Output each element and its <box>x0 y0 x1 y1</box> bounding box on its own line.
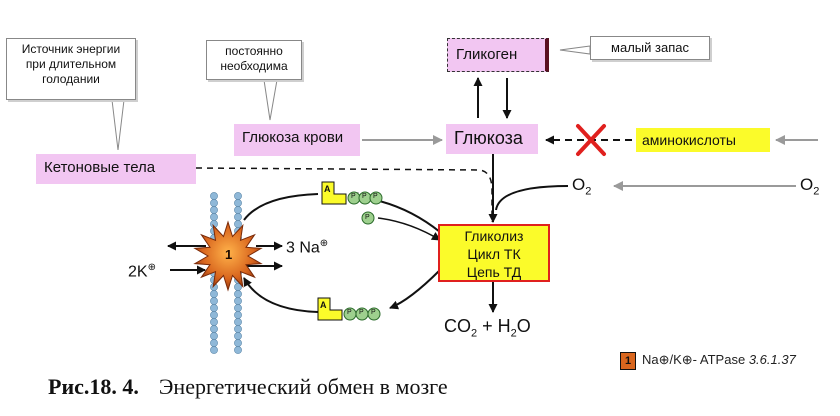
membrane-bead <box>210 346 218 354</box>
atp-bottom-p3: P <box>371 309 376 316</box>
atp-top-p1: P <box>351 193 356 200</box>
glucose-node: Глюкоза <box>446 124 538 154</box>
arrow-atp-to-pump <box>243 277 319 313</box>
membrane-bead <box>234 304 242 312</box>
arrow-adp-return <box>377 217 441 241</box>
callout-energy-source: Источник энергии при длительном голодани… <box>6 38 136 100</box>
membrane-bead <box>234 213 242 221</box>
membrane-bead <box>234 297 242 305</box>
atp-molecule-top <box>321 181 383 205</box>
callout-pointer-energy <box>111 99 125 151</box>
respiratory-chain-label: Цепь ТД <box>466 264 522 280</box>
membrane-bead <box>210 311 218 319</box>
atp-bottom-p1: P <box>347 309 352 316</box>
sodium-label: 3 Na⊕ <box>286 238 329 257</box>
figure-caption: Рис.18. 4.Энергетический обмен в мозге <box>48 374 448 399</box>
membrane-bead <box>210 290 218 298</box>
glycolysis-label: Гликолиз <box>464 228 524 244</box>
blood-glucose-node: Глюкоза крови <box>234 124 360 156</box>
membrane-bead <box>210 206 218 214</box>
callout-pointer-needed <box>263 79 278 121</box>
membrane-bead <box>234 206 242 214</box>
callout-pointer-reserve <box>559 45 591 55</box>
atp-bottom-p2: P <box>359 309 364 316</box>
atp-top-letter: A <box>324 184 331 194</box>
callout-small-reserve: малый запас <box>590 36 710 60</box>
membrane-bead <box>234 346 242 354</box>
oxygen-right-label: O2 <box>800 175 820 198</box>
atp-bottom-letter: A <box>320 300 327 310</box>
membrane-bead <box>234 220 242 228</box>
membrane-bead <box>210 318 218 326</box>
blocked-cross-icon <box>576 124 606 156</box>
callout-constantly-needed: постоянно необходима <box>206 40 302 80</box>
membrane-bead <box>210 325 218 333</box>
glycogen-node: Гликоген <box>447 38 549 72</box>
tca-cycle-label: Цикл ТК <box>467 246 521 262</box>
legend-text: Na⊕/K⊕- ATPase 3.6.1.37 <box>642 352 796 367</box>
membrane-bead <box>234 318 242 326</box>
curve-oxygen-join <box>495 185 569 211</box>
membrane-bead <box>210 339 218 347</box>
membrane-bead <box>234 290 242 298</box>
amino-acids-node: аминокислоты <box>636 128 770 152</box>
membrane-bead <box>210 199 218 207</box>
pump-number: 1 <box>225 247 233 262</box>
membrane-bead <box>234 339 242 347</box>
membrane-bead <box>234 332 242 340</box>
membrane-bead <box>210 297 218 305</box>
membrane-bead <box>234 192 242 200</box>
atp-molecule-bottom <box>317 297 381 321</box>
ketone-bodies-node: Кетоновые тела <box>36 154 196 184</box>
phosphate-free <box>361 211 375 225</box>
atp-top-p3: P <box>373 193 378 200</box>
atp-top-p2: P <box>362 193 367 200</box>
membrane-bead <box>234 325 242 333</box>
membrane-bead <box>210 332 218 340</box>
products-label: CO2 + H2O <box>444 316 531 340</box>
potassium-label: 2K⊕ <box>128 262 156 281</box>
dashed-ketone-line <box>195 167 493 222</box>
membrane-bead <box>234 199 242 207</box>
membrane-bead <box>210 304 218 312</box>
legend-number-badge: 1 <box>620 352 636 370</box>
arrow-atp-bottom <box>389 269 441 310</box>
phosphate-free-label: P <box>365 214 370 221</box>
oxygen-left-label: O2 <box>572 175 592 198</box>
membrane-bead <box>210 213 218 221</box>
na-k-pump-icon <box>193 220 263 292</box>
membrane-bead <box>210 192 218 200</box>
curve-pump-top <box>243 193 319 221</box>
metabolism-box: Гликолиз Цикл ТК Цепь ТД <box>438 224 550 282</box>
membrane-bead <box>234 311 242 319</box>
